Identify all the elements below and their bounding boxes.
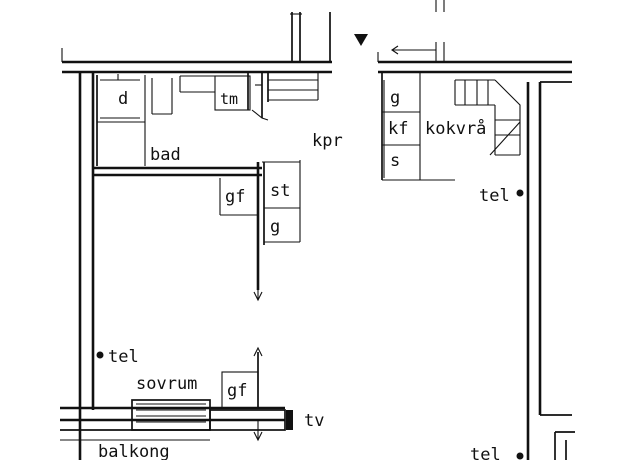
north-arrow-icon [354, 34, 368, 46]
hall-cabinets [267, 72, 319, 102]
label-s: s [390, 151, 400, 171]
tel-outlet-icon [96, 351, 104, 359]
label-gf-bottom: gf [227, 381, 247, 401]
outer-walls-right [377, 45, 575, 460]
label-d: d [118, 89, 128, 109]
label-g-kitchen: g [390, 88, 400, 108]
tel-outlet-icon [516, 189, 524, 197]
label-balkong: balkong [98, 442, 170, 460]
label-tel-right: tel [479, 186, 510, 206]
label-kpr: kpr [312, 131, 343, 151]
balcony-door [131, 399, 293, 431]
vent-shaft [290, 0, 445, 62]
outer-walls-left [60, 48, 332, 460]
label-tm: tm [220, 90, 238, 108]
bathroom-walls [93, 72, 269, 177]
hall-storage [219, 160, 301, 302]
label-kokvra: kokvrå [425, 118, 486, 139]
label-tel-bottom: tel [470, 445, 501, 460]
kitchen-counter [381, 72, 455, 181]
label-kf: kf [388, 119, 408, 139]
label-sovrum: sovrum [136, 374, 197, 394]
label-st: st [270, 181, 290, 201]
label-g-mid: g [270, 217, 280, 237]
kokvra-stair [454, 79, 521, 156]
label-tv: tv [304, 411, 324, 431]
label-tel-left: tel [108, 347, 139, 367]
label-gf-top: gf [225, 187, 245, 207]
label-bad: bad [150, 145, 181, 165]
tel-outlet-icon [516, 452, 524, 460]
